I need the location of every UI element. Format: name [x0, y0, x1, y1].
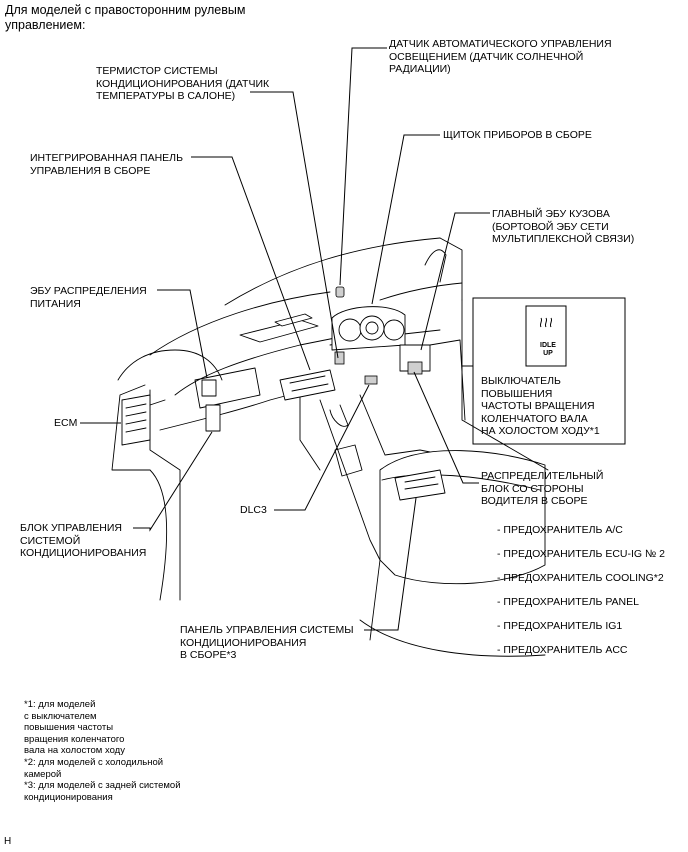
ac-amplifier-label: БЛОК УПРАВЛЕНИЯ СИСТЕМОЙ КОНДИЦИОНИРОВАН… — [20, 522, 147, 559]
sun-sensor-drawing — [335, 286, 345, 298]
fuse-item: - ПРЕДОХРАНИТЕЛЬ ECU-IG № 2 — [497, 548, 666, 560]
console-left-edge — [319, 399, 381, 561]
console-box-lid — [381, 474, 541, 491]
ecm-fins — [125, 403, 147, 433]
dash-face-lower — [159, 391, 301, 431]
fuse-item: - ПРЕДОХРАНИТЕЛЬ ACC — [497, 644, 628, 656]
center-stack-left — [299, 391, 321, 471]
fuse-item: - ПРЕДОХРАНИТЕЛЬ A/C — [497, 524, 623, 536]
power-dist-ecu-label: ЭБУ РАСПРЕДЕЛЕНИЯ ПИТАНИЯ — [30, 285, 147, 310]
heat-waves-icon — [539, 317, 553, 328]
console-front-base — [369, 559, 381, 641]
leader-rear-ac-panel — [364, 497, 417, 631]
idle-up-switch-label: ВЫКЛЮЧАТЕЛЬ ПОВЫШЕНИЯ ЧАСТОТЫ ВРАЩЕНИЯ К… — [481, 375, 600, 437]
rear-ac-panel-buttons — [404, 476, 439, 490]
leader-sun-sensor — [339, 47, 387, 286]
main-body-ecu-label: ГЛАВНЫЙ ЭБУ КУЗОВА (БОРТОВОЙ ЭБУ СЕТИ МУ… — [492, 208, 635, 245]
fuse-item: - ПРЕДОХРАНИТЕЛЬ IG1 — [497, 620, 623, 632]
mirror — [424, 249, 447, 283]
ecm-bracket — [149, 399, 166, 406]
combination-meter-label: ЩИТОК ПРИБОРОВ В СБОРЕ — [443, 129, 592, 141]
gauge-right — [383, 319, 405, 341]
integration-panel-label: ИНТЕГРИРОВАННАЯ ПАНЕЛЬ УПРАВЛЕНИЯ В СБОР… — [30, 152, 183, 177]
leader-power-dist-ecu — [157, 289, 208, 379]
corner-mark: H — [4, 836, 12, 847]
windshield-lower-edge — [224, 237, 441, 306]
right-dash-end — [429, 339, 466, 421]
model-header: Для моделей с правосторонним рулевым упр… — [5, 3, 246, 32]
leader-thermistor — [250, 91, 339, 359]
leader-junction-block — [413, 371, 479, 484]
gauge-center-inner — [365, 321, 379, 335]
dlc3-drawing — [364, 375, 378, 385]
thermistor-drawing — [334, 351, 345, 365]
leader-main-body-ecu — [420, 212, 490, 351]
integration-panel-drawing — [279, 369, 336, 401]
rear-ac-panel-label: ПАНЕЛЬ УПРАВЛЕНИЯ СИСТЕМЫ КОНДИЦИОНИРОВА… — [180, 624, 354, 661]
a-pillar-left — [117, 349, 223, 381]
integration-panel-buttons — [289, 375, 329, 392]
gauge-left — [338, 318, 362, 342]
idle-up-switch-icon — [525, 305, 567, 367]
left-door-lower — [149, 469, 168, 601]
fuse-item: - ПРЕДОХРАНИТЕЛЬ COOLING*2 — [497, 572, 664, 584]
junction-block-label: РАСПРЕДЕЛИТЕЛЬНЫЙ БЛОК СО СТОРОНЫ ВОДИТЕ… — [481, 470, 604, 507]
leader-dlc3 — [274, 384, 370, 511]
glove-box — [194, 367, 261, 409]
dash-top-right — [379, 282, 463, 301]
idle-up-icon-text: IDLE UP — [540, 342, 556, 357]
dlc3-label: DLC3 — [240, 504, 267, 516]
idle-up-inset-frame — [472, 297, 626, 445]
gear-lever — [329, 404, 349, 427]
fuse-item: - ПРЕДОХРАНИТЕЛЬ PANEL — [497, 596, 639, 608]
thermistor-label: ТЕРМИСТОР СИСТЕМЫ КОНДИЦИОНИРОВАНИЯ (ДАТ… — [96, 65, 270, 102]
leader-integration-panel — [191, 156, 311, 371]
shifter-gate — [334, 444, 363, 477]
dash-face-upper — [174, 337, 336, 396]
left-door-edge — [149, 389, 181, 601]
junction-block-drawing — [407, 361, 423, 375]
gauge-center — [359, 315, 385, 341]
leader-combination-meter — [371, 134, 440, 305]
power-dist-ecu-drawing — [201, 379, 217, 397]
ecm-label: ECM — [54, 417, 78, 429]
right-door-edge — [461, 299, 549, 471]
footnotes: *1: для моделей с выключателем повышения… — [24, 699, 181, 803]
sun-sensor-label: ДАТЧИК АВТОМАТИЧЕСКОГО УПРАВЛЕНИЯ ОСВЕЩЕ… — [389, 38, 612, 75]
dash-vent — [274, 313, 313, 327]
left-door-panel — [111, 384, 151, 471]
dash-top-edge — [149, 291, 331, 356]
ac-amplifier-drawing — [205, 404, 221, 432]
leader-ac-amplifier — [133, 431, 213, 532]
